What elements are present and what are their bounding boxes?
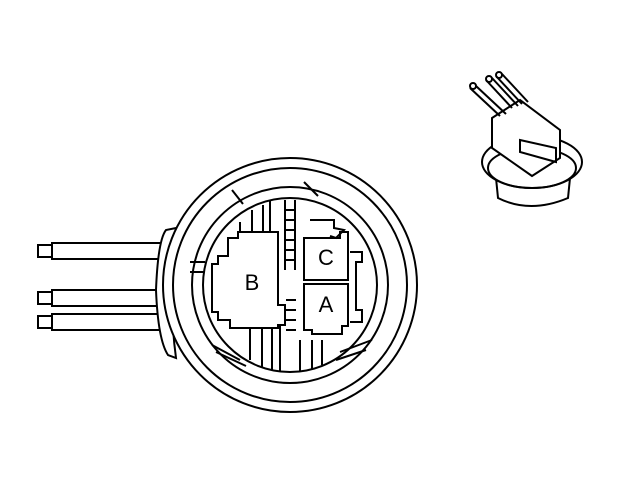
terminal-cavity-a [303,283,349,335]
inner-ring [191,186,389,384]
wire-leads [37,242,165,331]
connector-perspective-view [469,71,583,207]
outer-ring-inner [172,167,408,403]
terminal-label-c: C [318,245,334,270]
terminal-label-b: B [245,270,260,295]
terminal-cavity-b [211,231,286,329]
terminal-label-a: A [319,292,334,317]
terminal-cavity-c [303,231,349,281]
